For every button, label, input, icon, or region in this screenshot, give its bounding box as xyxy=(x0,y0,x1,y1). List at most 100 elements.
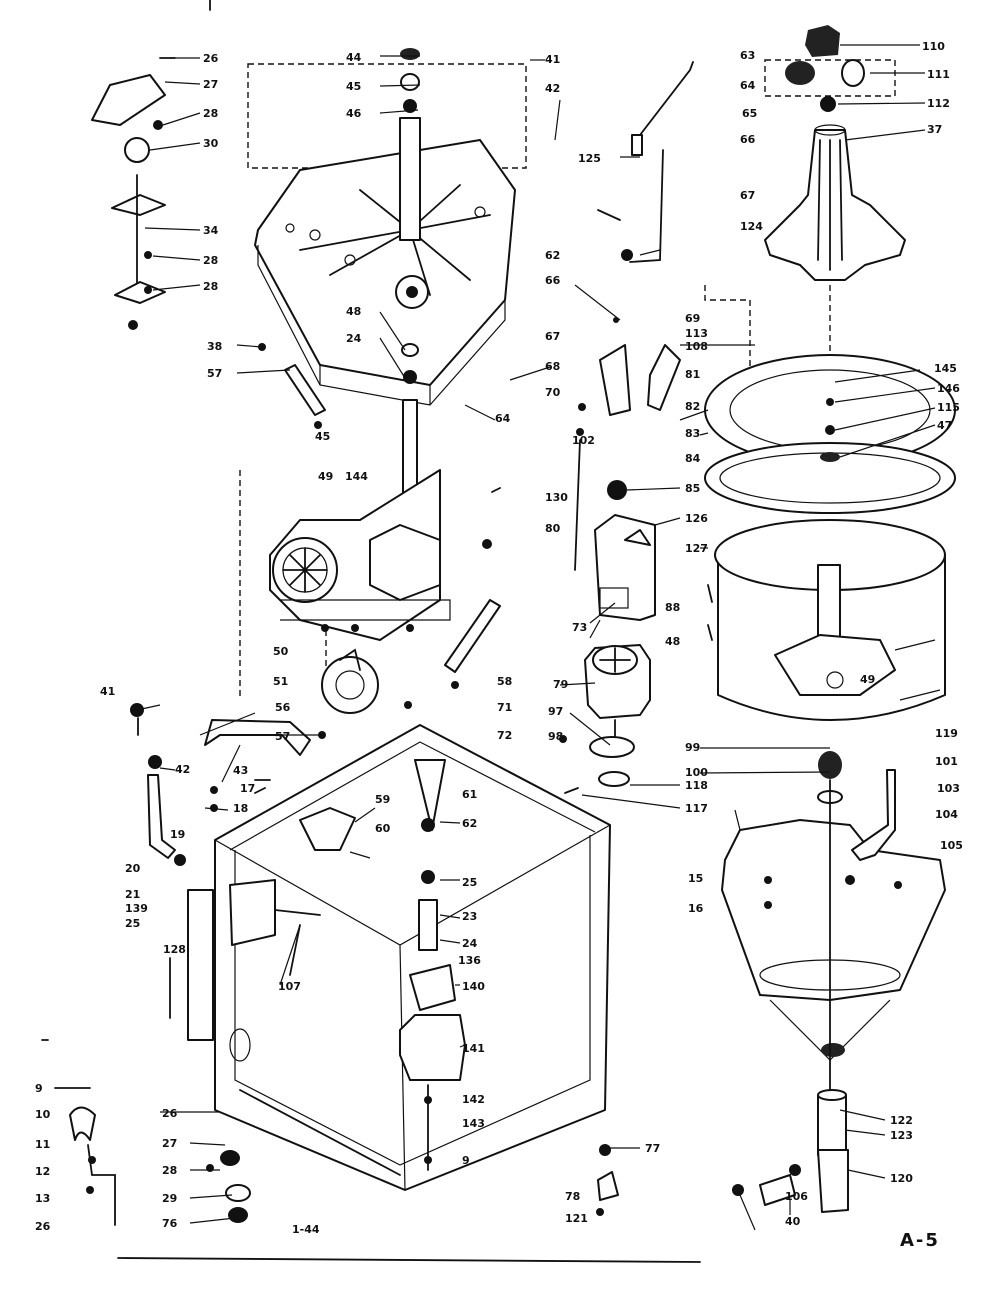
callout-label: 70 xyxy=(545,386,561,399)
callout-label: 83 xyxy=(685,427,700,440)
callout-label: 98 xyxy=(548,730,563,743)
callout-label: 56 xyxy=(275,701,291,714)
callout-label: 128 xyxy=(163,943,186,956)
callout-label: 71 xyxy=(497,701,512,714)
callout-label: 27 xyxy=(203,78,218,91)
callout-label: 76 xyxy=(162,1217,178,1230)
callout-label: 26 xyxy=(35,1220,51,1233)
callout-label: 100 xyxy=(685,766,708,779)
callout-label: 50 xyxy=(273,645,289,658)
callout-label: 77 xyxy=(645,1142,660,1155)
callout-label: 102 xyxy=(572,434,595,447)
callout-label: 104 xyxy=(935,808,958,821)
callout-label: 65 xyxy=(742,107,757,120)
callout-label: 25 xyxy=(462,876,477,889)
callout-label: 60 xyxy=(375,822,391,835)
callout-label: 144 xyxy=(345,470,368,483)
callout-label: 143 xyxy=(462,1117,485,1130)
callout-label: 67 xyxy=(740,189,755,202)
callout-label: 66 xyxy=(740,133,756,146)
callout-label: 103 xyxy=(937,782,960,795)
callout-label: 106 xyxy=(785,1190,808,1203)
callout-label: 13 xyxy=(35,1192,50,1205)
callout-label: 80 xyxy=(545,522,561,535)
callout-label: 145 xyxy=(934,362,957,375)
callout-label: 17 xyxy=(240,782,255,795)
callout-label: 58 xyxy=(497,675,512,688)
callout-label: 121 xyxy=(565,1212,588,1225)
callout-label: 146 xyxy=(937,382,960,395)
callout-label: 120 xyxy=(890,1172,913,1185)
callout-label: 51 xyxy=(273,675,288,688)
callout-label: 28 xyxy=(203,254,218,267)
callout-label: 63 xyxy=(740,49,755,62)
transmission-group xyxy=(239,399,501,739)
leader-lines xyxy=(136,44,936,1231)
callout-label: 26 xyxy=(203,52,219,65)
callout-label: 112 xyxy=(927,97,950,110)
callout-label: 24 xyxy=(462,937,478,950)
callout-label: 110 xyxy=(922,40,945,53)
callout-label: 107 xyxy=(278,980,301,993)
callout-label: 67 xyxy=(545,330,560,343)
bottom-left-parts xyxy=(41,0,701,1263)
callout-label: 15 xyxy=(688,872,703,885)
callout-label: 27 xyxy=(162,1137,177,1150)
callout-label: 127 xyxy=(685,542,708,555)
callout-label: 140 xyxy=(462,980,485,993)
callout-label: 48 xyxy=(346,305,361,318)
callout-label: 42 xyxy=(545,82,560,95)
callout-label: 123 xyxy=(890,1129,913,1142)
callout-label: 62 xyxy=(462,817,477,830)
callout-label: 111 xyxy=(927,68,950,81)
callout-label: 18 xyxy=(233,802,248,815)
callout-label: 101 xyxy=(935,755,958,768)
stray-label: 1-44 xyxy=(292,1223,320,1236)
callout-label: 141 xyxy=(462,1042,485,1055)
callout-label: 61 xyxy=(462,788,477,801)
callout-label: 122 xyxy=(890,1114,913,1127)
cabinet-group xyxy=(187,724,611,1191)
callout-label: 64 xyxy=(495,412,511,425)
callout-label: 49 xyxy=(318,470,333,483)
callout-label: 28 xyxy=(162,1164,177,1177)
callout-label: 68 xyxy=(545,360,560,373)
callout-label: 119 xyxy=(935,727,958,740)
callout-label: 41 xyxy=(100,685,115,698)
callout-label: 126 xyxy=(685,512,708,525)
callout-label: 69 xyxy=(685,312,700,325)
callout-label: 45 xyxy=(346,80,361,93)
callout-label: 99 xyxy=(685,741,700,754)
page-label: A-5 xyxy=(900,1230,940,1251)
callout-label: 125 xyxy=(578,152,601,165)
callout-label: 29 xyxy=(162,1192,177,1205)
callout-label: 97 xyxy=(548,705,563,718)
callout-label: 26 xyxy=(162,1107,178,1120)
callout-label: 49 xyxy=(860,673,875,686)
callout-label: 82 xyxy=(685,400,700,413)
callout-label: 115 xyxy=(937,401,960,414)
callout-label: 105 xyxy=(940,839,963,852)
callout-label: 37 xyxy=(927,123,942,136)
callout-label: 73 xyxy=(572,621,587,634)
callout-label: 117 xyxy=(685,802,708,815)
callout-label: 19 xyxy=(170,828,185,841)
callout-label: 66 xyxy=(545,274,561,287)
callout-label: 42 xyxy=(175,763,190,776)
callout-label: 20 xyxy=(125,862,141,875)
callout-label: 59 xyxy=(375,793,390,806)
callout-label: 24 xyxy=(346,332,362,345)
cover-plate-group xyxy=(247,48,527,406)
callout-label: 23 xyxy=(462,910,477,923)
callout-label: 16 xyxy=(688,902,704,915)
callout-label: 9 xyxy=(35,1082,43,1095)
callout-label: 139 xyxy=(125,902,148,915)
callout-label: 45 xyxy=(315,430,330,443)
callout-label: 38 xyxy=(207,340,222,353)
callout-label: 11 xyxy=(35,1138,50,1151)
callout-label: 28 xyxy=(203,107,218,120)
callout-label: 46 xyxy=(346,107,362,120)
callout-label: 57 xyxy=(275,730,290,743)
